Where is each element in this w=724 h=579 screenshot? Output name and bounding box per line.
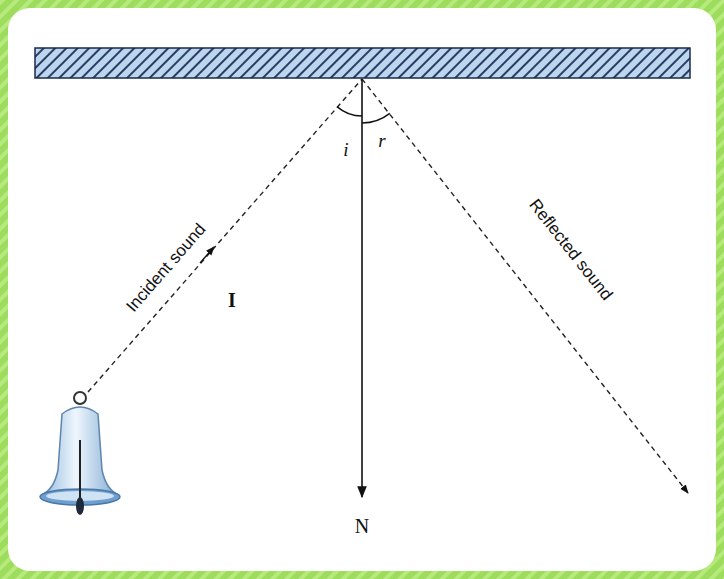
angle-label: i	[343, 139, 348, 161]
angle-arc	[362, 113, 390, 123]
angle-arc	[337, 107, 362, 116]
incident-ray	[88, 79, 362, 392]
ray-symbol: I	[228, 289, 236, 312]
normal-line	[361, 79, 363, 497]
panel	[8, 8, 716, 571]
normal-label: N	[355, 515, 369, 538]
reflecting-surface	[35, 48, 690, 78]
bell	[40, 392, 120, 515]
ray-arrow	[200, 247, 214, 263]
angle-label: r	[378, 130, 385, 152]
reflected-ray	[362, 79, 688, 493]
